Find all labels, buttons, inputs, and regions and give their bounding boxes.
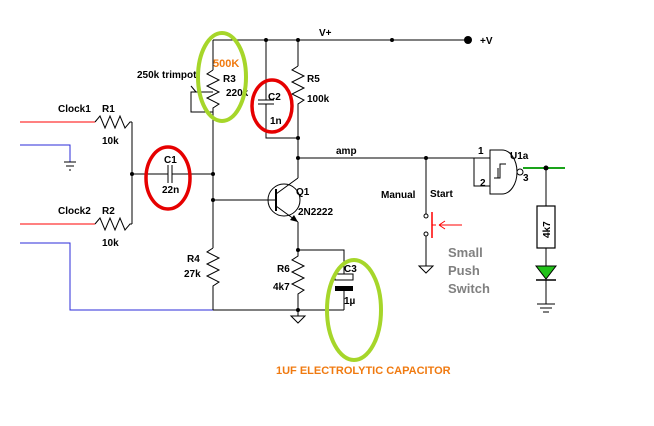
highlight-c3 — [325, 258, 383, 362]
ground-symbol — [417, 265, 435, 274]
r6-ref: R6 — [277, 264, 290, 275]
vplus-rail-label: +V — [480, 36, 493, 47]
r2-ref: R2 — [102, 206, 115, 217]
clock1-label: Clock1 — [58, 104, 91, 115]
highlight-c2 — [250, 78, 294, 134]
r5-ref: R5 — [307, 74, 320, 85]
resistor-r2 — [94, 216, 132, 232]
highlight-r3 — [196, 31, 248, 123]
resistor-4k7-led: 4k7 — [536, 205, 556, 249]
r2-value: 10k — [102, 238, 119, 249]
ground-symbol — [64, 161, 76, 171]
push-switch — [423, 212, 436, 238]
c3-note-annotation: 1UF ELECTROLYTIC CAPACITOR — [276, 365, 451, 377]
c1-ref: C1 — [164, 155, 177, 166]
resistor-r1 — [94, 114, 132, 130]
r3-change-annotation: 500K — [213, 58, 239, 70]
r3-value: 220k — [226, 88, 249, 99]
c1-value: 22n — [162, 185, 179, 196]
r5-value: 100k — [307, 94, 330, 105]
q1-ref: Q1 — [296, 187, 310, 198]
resistor-r4 — [205, 247, 221, 310]
r4-ref: R4 — [187, 254, 200, 265]
ground-symbol — [537, 303, 555, 313]
u1-pin1: 1 — [478, 146, 484, 157]
led-icon — [534, 265, 558, 304]
u1-pin3: 3 — [523, 173, 529, 184]
led-resistor-value: 4k7 — [542, 221, 553, 238]
annotation-line: Small — [448, 245, 483, 260]
switch-label-start: Start — [430, 189, 453, 200]
r1-ref: R1 — [102, 104, 115, 115]
ground-symbol — [289, 310, 307, 324]
trimpot-r3 — [190, 69, 221, 118]
highlight-c1 — [144, 145, 192, 211]
resistor-r6 — [290, 250, 306, 310]
r3-trim-label: 250k trimpot — [137, 70, 197, 81]
u1-pin2: 2 — [480, 178, 486, 189]
c3-value: 1µ — [344, 296, 356, 307]
u1-ref: U1a — [510, 151, 529, 162]
c2-value: 1n — [270, 116, 282, 127]
r4-value: 27k — [184, 269, 201, 280]
vplus-net-label: V+ — [319, 28, 332, 39]
clock2-label: Clock2 — [58, 206, 91, 217]
r1-value: 10k — [102, 136, 119, 147]
r6-value: 4k7 — [273, 282, 290, 293]
amp-net-label: amp — [336, 146, 357, 157]
transistor-q1 — [213, 177, 301, 223]
q1-part: 2N2222 — [298, 207, 333, 218]
capacitor-c1 — [167, 165, 173, 183]
annotation-line: Push — [448, 263, 480, 278]
small-push-switch-annotation: Small Push Switch — [448, 245, 490, 296]
resistor-r5 — [290, 65, 306, 138]
clock-input-wires — [20, 121, 213, 311]
switch-label-manual: Manual — [381, 190, 416, 201]
c2-ref: C2 — [268, 92, 281, 103]
c3-ref: C3 — [344, 264, 357, 275]
annotation-line: Switch — [448, 281, 490, 296]
arrow-icon — [438, 220, 462, 230]
r3-ref: R3 — [223, 74, 236, 85]
